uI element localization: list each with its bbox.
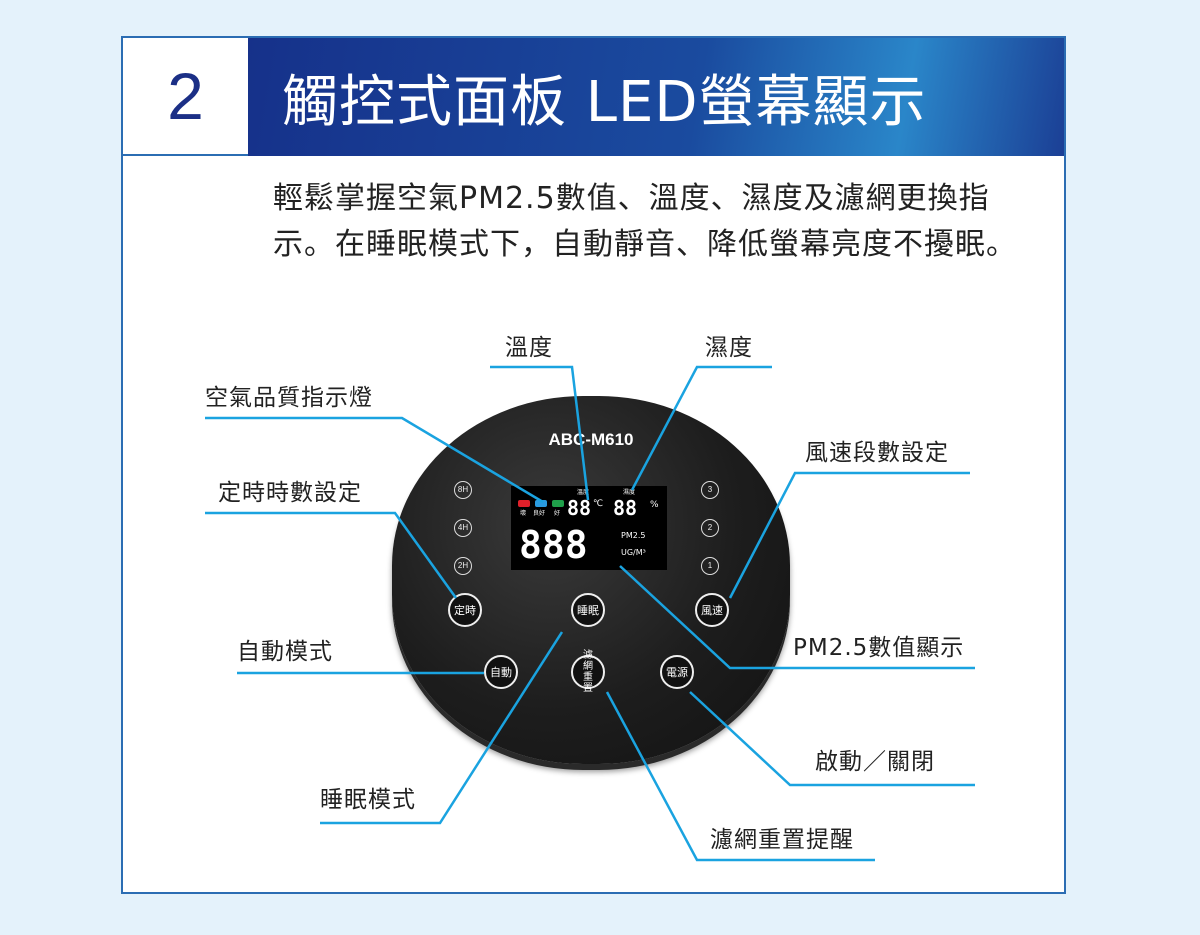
callout-fan: 風速段數設定 [805, 440, 949, 466]
aq-good-indicator [552, 500, 564, 507]
callout-power: 啟動／關閉 [815, 749, 935, 775]
pm-unit: UG/M³ [621, 548, 646, 557]
power-button[interactable]: 電源 [660, 655, 694, 689]
callout-filter: 濾網重置提醒 [710, 827, 854, 853]
speed-3-indicator: 3 [701, 481, 719, 499]
callout-temp: 溫度 [505, 335, 553, 361]
aq-good-label: 好 [554, 510, 561, 517]
aq-fair-label: 良好 [533, 510, 546, 517]
filter-reset-button[interactable]: 濾網重置 [571, 650, 605, 694]
model-name: ABC-M610 [548, 430, 634, 449]
description: 輕鬆掌握空氣PM2.5數值、溫度、濕度及濾網更換指示。在睡眠模式下，自動靜音、降… [273, 181, 1017, 262]
callout-air-quality: 空氣品質指示燈 [205, 385, 373, 411]
timer-8h-indicator: 8H [454, 481, 472, 499]
speed-button[interactable]: 風速 [695, 593, 729, 627]
sleep-button[interactable]: 睡眠 [571, 593, 605, 627]
air-purifier-panel [392, 396, 790, 764]
callout-timer: 定時時數設定 [218, 480, 362, 506]
hum-digits: 88 [613, 496, 638, 520]
aq-bad-label: 壞 [520, 510, 527, 517]
hum-unit: % [650, 500, 659, 510]
lcd-hum-label: 濕度 [623, 489, 636, 496]
timer-2h-indicator: 2H [454, 557, 472, 575]
aq-bad-indicator [518, 500, 530, 507]
timer-4h-indicator: 4H [454, 519, 472, 537]
timer-button[interactable]: 定時 [448, 593, 482, 627]
callout-pm25: PM2.5數值顯示 [793, 635, 965, 661]
pm-label: PM2.5 [621, 531, 646, 540]
led-display: 溫度 濕度 壞 良好 好 88 ℃ 88 % 888 PM2.5 UG/M³ [511, 486, 667, 570]
callout-auto: 自動模式 [237, 639, 333, 665]
auto-button[interactable]: 自動 [484, 655, 518, 689]
speed-1-indicator: 1 [701, 557, 719, 575]
page-title: 觸控式面板 LED螢幕顯示 [248, 38, 1064, 156]
callout-sleep: 睡眠模式 [320, 787, 416, 813]
temp-digits: 88 [567, 496, 592, 520]
pm-digits: 888 [519, 523, 588, 567]
section-number: 2 [123, 38, 248, 156]
lcd-temp-label: 溫度 [577, 489, 590, 496]
speed-2-indicator: 2 [701, 519, 719, 537]
temp-unit: ℃ [593, 499, 604, 509]
callout-humidity: 濕度 [705, 335, 753, 361]
aq-fair-indicator [535, 500, 547, 507]
